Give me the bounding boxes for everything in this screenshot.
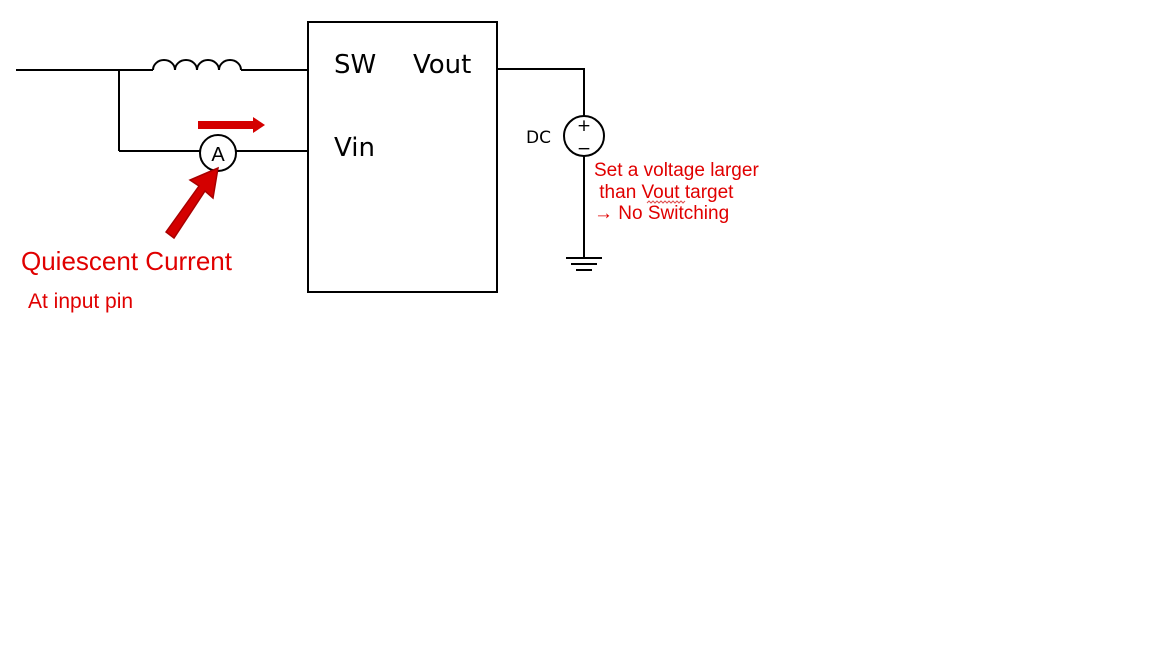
ammeter-label: A — [211, 144, 225, 166]
pin-vout-label: Vout — [413, 50, 471, 80]
current-direction-arrow — [198, 117, 265, 133]
dc-plus-sign: + — [577, 116, 591, 136]
note-line-2-suffix: target — [680, 182, 735, 203]
dc-minus-sign: − — [577, 139, 591, 159]
note-line-1: Set a voltage larger — [594, 160, 759, 181]
quiescent-current-title: Quiescent Current — [21, 246, 233, 276]
dc-source-note: Set a voltage larger than Vout target → … — [594, 160, 759, 224]
pin-sw-label: SW — [334, 50, 376, 80]
pin-vin-label: Vin — [334, 133, 375, 163]
ic-block — [307, 21, 498, 293]
note-line-2-word: Vout — [642, 182, 681, 203]
quiescent-current-subtitle: At input pin — [28, 290, 133, 313]
ground-icon — [566, 257, 602, 271]
ammeter-icon: A — [199, 134, 237, 172]
spellcheck-squiggle — [646, 200, 686, 204]
inductor — [152, 59, 242, 71]
note-line-3: → No Switching — [594, 203, 729, 224]
vout-wire — [497, 68, 585, 117]
note-line-2-prefix: than — [594, 182, 642, 203]
note-line-2: than Vout target — [594, 182, 734, 203]
dc-source-icon: + − — [563, 115, 605, 159]
callout-arrow — [164, 166, 219, 240]
dc-source-label: DC — [526, 128, 551, 148]
